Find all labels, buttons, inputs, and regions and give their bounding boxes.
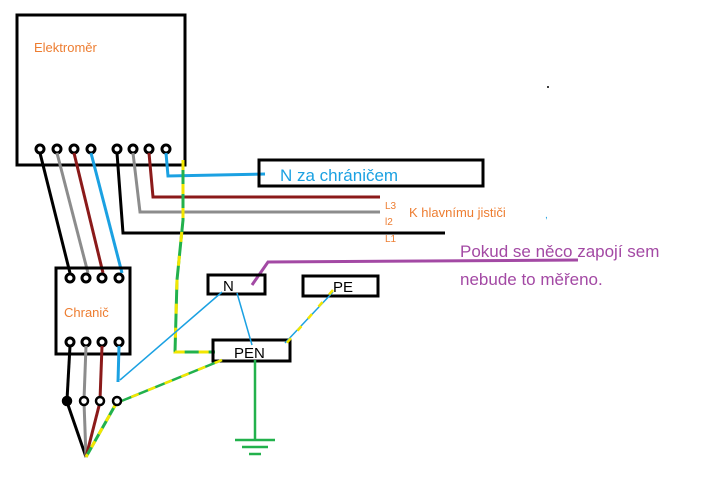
ground-symbol (235, 360, 275, 456)
n-pe-pen-links (119, 291, 334, 381)
n-wire-to-label (164, 152, 266, 178)
phase-label-l1: L1 (385, 234, 397, 245)
pen-block-label: PEN (234, 345, 265, 362)
main-breaker-label: K hlavnímu jističi (409, 205, 506, 220)
note-line-2: nebude to měřeno. (460, 270, 603, 289)
pen-wire-main (173, 160, 215, 354)
n-after-rcd-label: N za chráničem (280, 166, 398, 185)
stray-dot (547, 86, 549, 88)
converging-wires (65, 401, 119, 458)
rcd-box (54, 266, 132, 356)
note-line-1: Pokud se něco zapojí sem (460, 242, 659, 261)
rcd-output-wires (65, 345, 121, 401)
pe-block (301, 274, 380, 298)
rcd-terminals (64, 272, 125, 348)
phase-label-l3: L3 (385, 201, 397, 212)
pe-to-rcd-wire (118, 289, 334, 404)
pen-block (211, 338, 292, 363)
meter-box (15, 13, 187, 167)
n-after-rcd-box (257, 158, 485, 188)
pe-block-label: PE (333, 279, 353, 296)
meter-terminals (34, 143, 172, 155)
n-block (206, 273, 267, 296)
stray-mark: , (545, 210, 548, 221)
phase-label-l2: l2 (385, 217, 393, 228)
n-block-label: N (223, 278, 234, 295)
note-pointer-line (250, 258, 579, 286)
output-terminals (61, 395, 123, 407)
meter-label: Elektroměr (34, 40, 98, 55)
rcd-label: Chranič (64, 305, 109, 320)
phase-wires (115, 152, 445, 235)
meter-to-rcd-wires (38, 152, 124, 274)
